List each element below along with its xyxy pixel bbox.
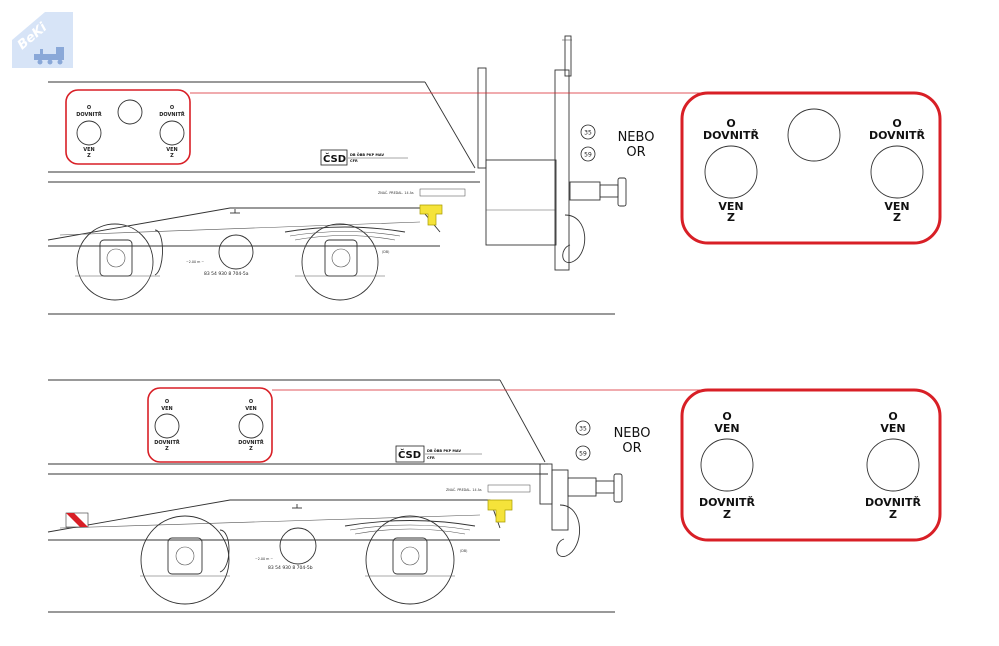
speed1-label: 35 — [584, 130, 592, 137]
coupling-yellow — [419, 204, 443, 226]
leaf-spring — [284, 226, 406, 241]
tag-label: (DB) — [382, 250, 389, 254]
marking-line1: DB ÖBB PKP MAV — [427, 448, 461, 453]
beki-logo: BeKi — [12, 12, 73, 68]
length-label: ~2.00 m ~ — [186, 260, 204, 264]
big-right-top: O — [888, 410, 897, 423]
marking-main: ČSD — [323, 152, 346, 165]
marking-line2: CFR — [427, 456, 435, 460]
big-left-bottom1: VEN — [718, 200, 743, 213]
small-left-top: O — [87, 105, 91, 111]
small-left-top: O — [165, 399, 169, 405]
wagon-plate: ZNAČ. PREDAL. 14 As — [446, 484, 531, 493]
nebo-label: NEBO — [618, 130, 655, 145]
big-right-mid: DOVNITŘ — [869, 129, 926, 142]
big-left-bottom2: Z — [727, 211, 735, 224]
small-left-mid: DOVNITŘ — [76, 111, 102, 118]
big-left-mid: DOVNITŘ — [703, 129, 760, 142]
wagon-plate: ZNAČ. PREDAL. 14 As — [378, 188, 466, 197]
big-left-top: O — [722, 410, 731, 423]
bottom-wagon: ČSD DB ÖBB PKP MAV CFR ZNAČ. PREDAL. 14 … — [47, 379, 942, 613]
big-left-top: O — [726, 117, 735, 130]
small-right-top: O — [249, 399, 253, 405]
big-callout-panel: O VEN DOVNITŘ Z O VEN DOVNITŘ Z — [680, 388, 942, 542]
leaf-spring — [344, 520, 476, 535]
marking-line1: DB ÖBB PKP MAV — [350, 152, 384, 157]
marking-line2: CFR — [350, 159, 358, 163]
big-right-bottom2: Z — [889, 508, 897, 521]
big-right-top: O — [892, 117, 901, 130]
or-label: OR — [622, 441, 641, 456]
small-right-mid: VEN — [245, 406, 256, 412]
plate-text: ZNAČ. PREDAL. 14 As — [446, 487, 482, 492]
wagon-number: 83 54 930 8 704-5b — [268, 565, 313, 571]
speed2-label: 59 — [584, 152, 592, 159]
small-right-mid: DOVNITŘ — [159, 111, 185, 118]
small-right-bottom1: VEN — [166, 147, 177, 153]
speed-sign-35: 35 — [580, 124, 596, 140]
length-label: ~2.00 m ~ — [255, 557, 273, 561]
small-right-bottom2: Z — [170, 153, 174, 159]
speed-sign-35: 35 — [575, 420, 591, 436]
railway-marking: ČSD DB ÖBB PKP MAV CFR — [395, 445, 482, 463]
big-left-bottom2: Z — [723, 508, 731, 521]
speed-sign-59: 59 — [580, 146, 596, 162]
marking-main: ČSD — [398, 448, 421, 461]
nebo-label: NEBO — [614, 426, 651, 441]
small-right-top: O — [170, 105, 174, 111]
plate-text: ZNAČ. PREDAL. 14 As — [378, 190, 414, 195]
speed-sign-59: 59 — [575, 445, 591, 461]
small-callout-panel: O DOVNITŘ VEN Z O DOVNITŘ VEN Z — [65, 89, 191, 165]
small-left-bottom2: Z — [165, 446, 169, 452]
locomotive-icon — [34, 47, 64, 65]
top-wagon: ČSD DB ÖBB PKP MAV CFR ZNAČ. PREDAL. 14 … — [47, 35, 942, 315]
small-left-bottom2: Z — [87, 153, 91, 159]
big-callout-panel: O DOVNITŘ VEN Z O DOVNITŘ VEN Z — [680, 91, 942, 245]
big-right-bottom1: VEN — [884, 200, 909, 213]
big-left-bottom1: DOVNITŘ — [699, 496, 756, 509]
wagon-number: 83 54 930 8 704-5a — [204, 271, 249, 277]
or-label: OR — [626, 145, 645, 160]
big-left-mid: VEN — [714, 422, 739, 435]
big-right-bottom1: DOVNITŘ — [865, 496, 922, 509]
warning-tag — [65, 512, 89, 528]
small-right-bottom1: DOVNITŘ — [238, 439, 264, 446]
tag-label: (DB) — [460, 549, 467, 553]
big-right-mid: VEN — [880, 422, 905, 435]
small-right-bottom2: Z — [249, 446, 253, 452]
small-left-mid: VEN — [161, 406, 172, 412]
small-callout-panel: O VEN DOVNITŘ Z O VEN DOVNITŘ Z — [147, 387, 273, 463]
speed2-label: 59 — [579, 451, 587, 458]
coupling-yellow — [487, 499, 513, 523]
railway-marking: ČSD DB ÖBB PKP MAV CFR — [320, 149, 408, 166]
small-left-bottom1: VEN — [83, 147, 94, 153]
small-left-bottom1: DOVNITŘ — [154, 439, 180, 446]
speed1-label: 35 — [579, 426, 587, 433]
big-right-bottom2: Z — [893, 211, 901, 224]
